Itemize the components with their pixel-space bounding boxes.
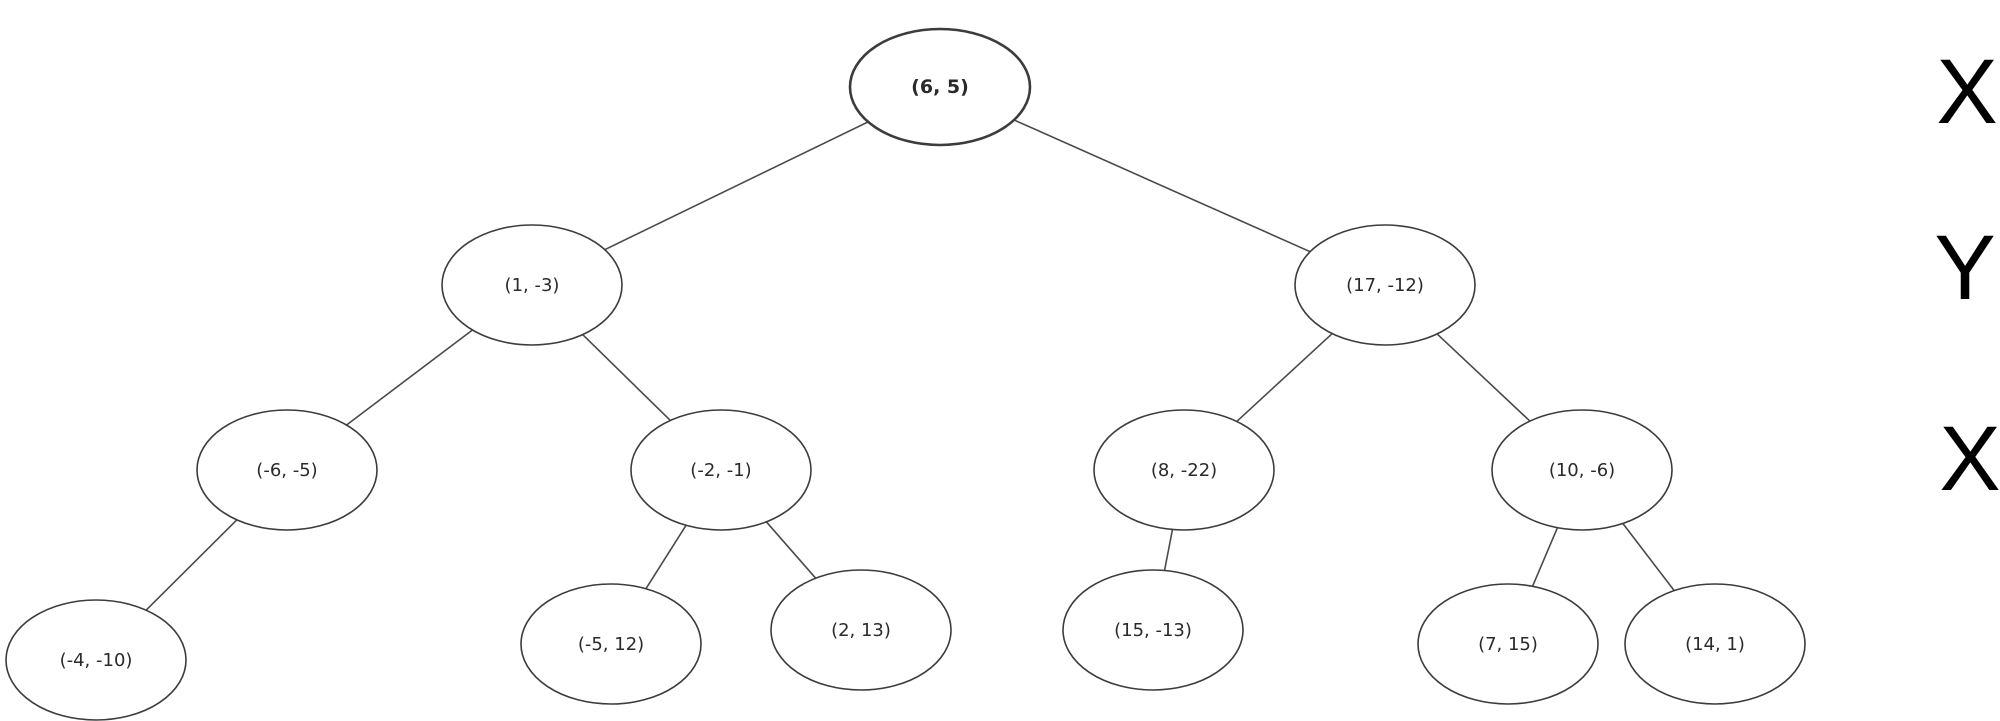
tree-node-label: (15, -13) bbox=[1114, 620, 1192, 641]
tree-node: (14, 1) bbox=[1624, 583, 1806, 705]
tree-edges bbox=[145, 119, 1675, 611]
tree-node-label: (7, 15) bbox=[1478, 634, 1538, 655]
tree-node-label: (17, -12) bbox=[1346, 275, 1424, 296]
tree-node-label: (-2, -1) bbox=[690, 460, 751, 481]
tree-edge-n1-n4 bbox=[582, 334, 671, 421]
tree-node-ellipse bbox=[1093, 409, 1275, 531]
tree-node-label: (14, 1) bbox=[1685, 634, 1745, 655]
tree-node-ellipse bbox=[848, 27, 1032, 147]
tree-edge-n1-n3 bbox=[346, 329, 473, 426]
tree-edge-n2-n5 bbox=[1236, 333, 1333, 422]
tree-node-label: (-5, 12) bbox=[578, 634, 644, 655]
tree-edge-n4-n8 bbox=[645, 524, 687, 590]
split-axis-level-2: X bbox=[1939, 408, 2000, 510]
tree-node-label: (-6, -5) bbox=[256, 460, 317, 481]
tree-node-ellipse bbox=[1062, 569, 1244, 691]
tree-root-node: (6, 5) bbox=[848, 27, 1032, 147]
tree-node: (17, -12) bbox=[1294, 224, 1476, 346]
tree-node-ellipse bbox=[1417, 583, 1599, 705]
tree-node-label: (-4, -10) bbox=[60, 650, 133, 671]
tree-node-label: (6, 5) bbox=[911, 76, 969, 98]
tree-edge-n6-n12 bbox=[1622, 522, 1675, 592]
tree-node-ellipse bbox=[520, 583, 702, 705]
tree-node-ellipse bbox=[630, 409, 812, 531]
tree-node: (-5, 12) bbox=[520, 583, 702, 705]
tree-node: (15, -13) bbox=[1062, 569, 1244, 691]
tree-edge-n0-n2 bbox=[1013, 119, 1311, 253]
tree-node: (-4, -10) bbox=[5, 599, 187, 721]
split-axis-labels: X Y X bbox=[1934, 41, 2000, 510]
tree-edge-n0-n1 bbox=[604, 121, 869, 251]
tree-node-ellipse bbox=[1294, 224, 1476, 346]
tree-node: (-2, -1) bbox=[630, 409, 812, 531]
tree-node-label: (2, 13) bbox=[831, 620, 891, 641]
tree-node-label: (8, -22) bbox=[1151, 460, 1217, 481]
tree-node: (1, -3) bbox=[441, 224, 623, 346]
tree-node-ellipse bbox=[441, 224, 623, 346]
tree-node: (-6, -5) bbox=[196, 409, 378, 531]
tree-edge-n3-n7 bbox=[145, 519, 238, 611]
tree-node-ellipse bbox=[1491, 409, 1673, 531]
tree-node: (8, -22) bbox=[1093, 409, 1275, 531]
tree-node: (7, 15) bbox=[1417, 583, 1599, 705]
split-axis-level-0: X bbox=[1936, 41, 1997, 143]
tree-node: (2, 13) bbox=[770, 569, 952, 691]
tree-edge-n2-n6 bbox=[1436, 333, 1531, 422]
tree-node-ellipse bbox=[196, 409, 378, 531]
tree-edge-n6-n11 bbox=[1531, 527, 1559, 587]
tree-node-label: (10, -6) bbox=[1549, 460, 1615, 481]
split-axis-level-1: Y bbox=[1934, 217, 1995, 319]
tree-edge-n4-n9 bbox=[765, 521, 817, 579]
tree-node-ellipse bbox=[770, 569, 952, 691]
tree-nodes: (6, 5) (1, -3) (17, -12) (-6, -5) (-2, -1) (8… bbox=[5, 27, 1806, 721]
tree-node-ellipse bbox=[1624, 583, 1806, 705]
tree-node-label: (1, -3) bbox=[505, 275, 560, 296]
tree-node: (10, -6) bbox=[1491, 409, 1673, 531]
tree-edge-n5-n10 bbox=[1163, 529, 1174, 571]
tree-node-ellipse bbox=[5, 599, 187, 721]
